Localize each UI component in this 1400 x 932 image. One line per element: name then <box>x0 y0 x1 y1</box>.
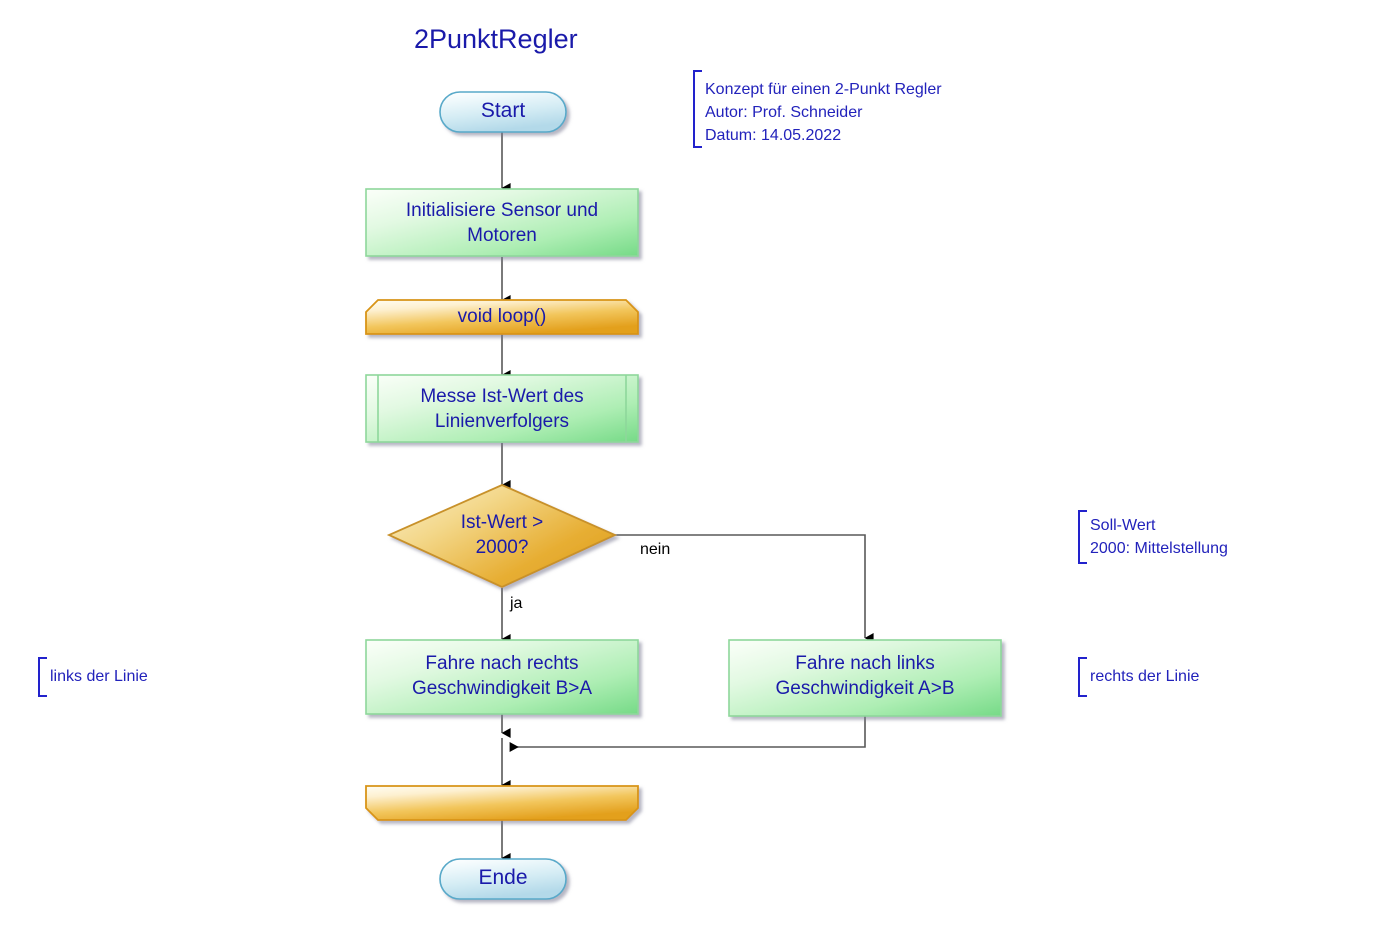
connector-decision-nein-to-links <box>615 534 874 643</box>
node-shape-init[interactable] <box>365 188 639 257</box>
edge-label-ja: ja <box>510 595 523 612</box>
node-shape-messe[interactable] <box>365 374 639 443</box>
connector-links-to-junction <box>509 716 866 753</box>
rechts-note-bracket <box>1078 657 1087 697</box>
node-shape-start[interactable] <box>439 91 567 133</box>
node-shape-rechts[interactable] <box>365 639 639 715</box>
node-shape-links[interactable] <box>728 639 1002 717</box>
node-shape-decision[interactable] <box>386 484 618 588</box>
node-shape-loop[interactable] <box>365 299 639 335</box>
links-note: links der Linie <box>50 668 148 685</box>
header-note-bracket <box>693 70 702 148</box>
node-shape-loopend[interactable] <box>365 785 639 821</box>
sollwert-note: Soll-Wert 2000: Mittelstellung <box>1090 517 1228 557</box>
page-title: 2PunktRegler <box>414 24 578 54</box>
rechts-note: rechts der Linie <box>1090 668 1200 685</box>
node-shape-ende[interactable] <box>439 858 567 900</box>
sollwert-note-bracket <box>1078 510 1087 564</box>
links-note-bracket <box>38 657 47 697</box>
edge-label-nein: nein <box>640 541 671 558</box>
header-note: Konzept für einen 2-Punkt Regler Autor: … <box>705 81 942 144</box>
